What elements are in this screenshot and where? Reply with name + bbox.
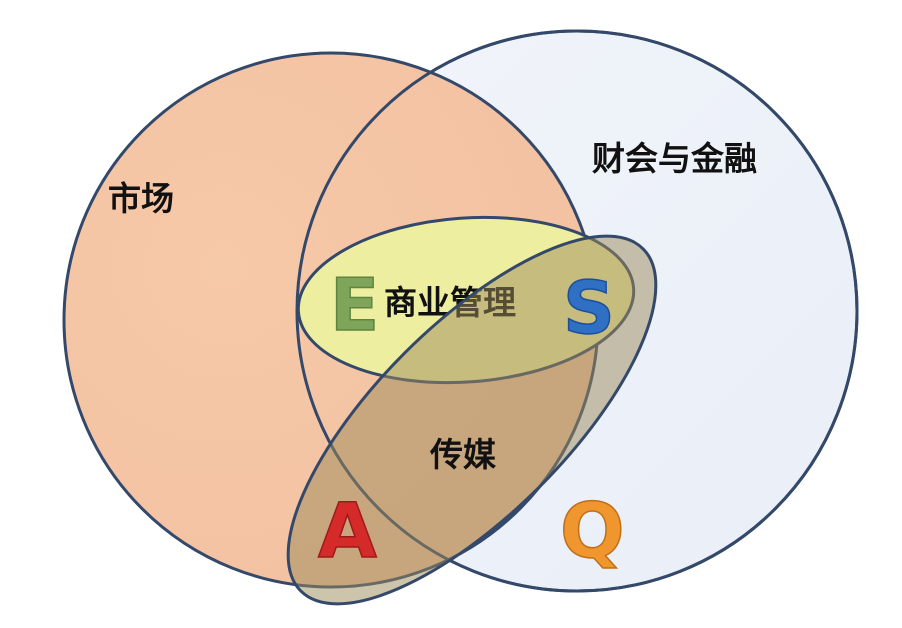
letter-e: E (330, 263, 379, 347)
letter-q: Q (560, 486, 625, 575)
market-label: 市场 (108, 179, 174, 218)
letter-a: A (318, 486, 377, 575)
media-label: 传媒 (429, 435, 497, 474)
letter-s: S (563, 266, 615, 350)
finance-label: 财会与金融 (592, 139, 757, 178)
media-ellipse (286, 234, 658, 606)
